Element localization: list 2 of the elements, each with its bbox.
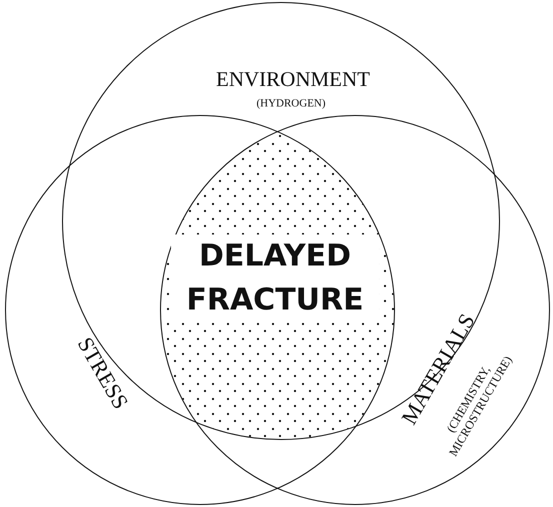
set-sublabel: (HYDROGEN) (256, 98, 326, 110)
set-label: ENVIRONMENT (216, 66, 370, 92)
